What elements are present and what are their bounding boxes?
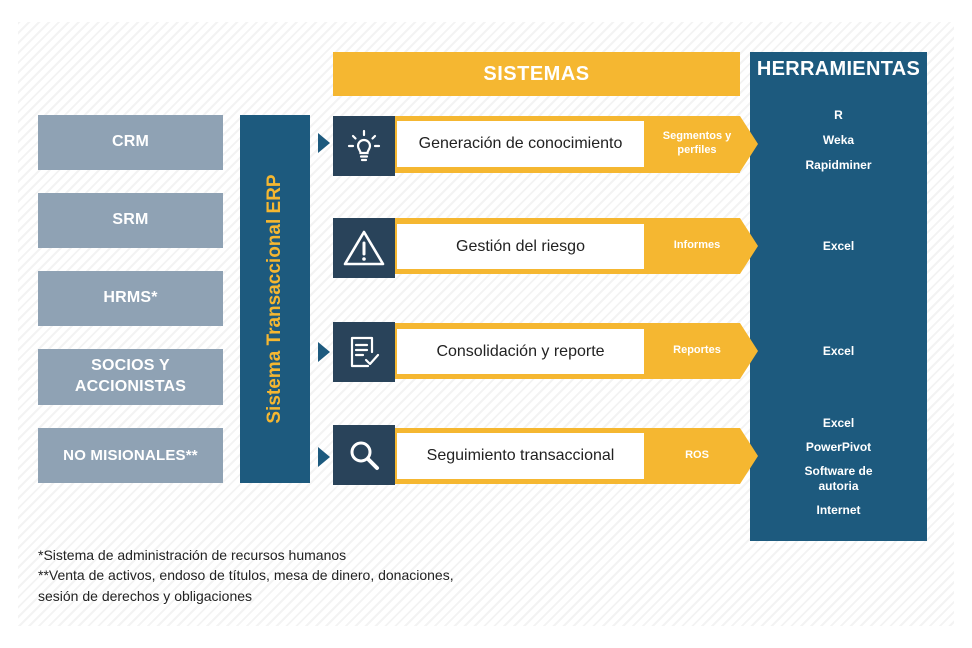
arrow-right-icon [318,133,330,153]
system-name: Gestión del riesgo [397,224,644,269]
system-icon-box [333,322,395,382]
tools-list-2: Excel [750,239,927,254]
tool-item: PowerPivot [805,440,872,454]
system-name: Seguimiento transaccional [397,433,644,479]
source-label: CRM [111,133,150,151]
source-box-srm: SRM [38,193,223,248]
tools-list-3: Excel [750,344,927,359]
source-label: SOCIOS Y ACCIONISTAS [74,357,187,395]
tool-item: Internet [816,503,861,517]
row-pointer [740,428,758,484]
tools-list-1: R Weka Rapidminer [750,108,927,173]
system-icon-box [333,425,395,485]
source-box-socios: SOCIOS Y ACCIONISTAS [38,349,223,405]
system-output: ROS [685,449,709,462]
herramientas-panel [750,52,927,541]
system-output: Reportes [673,344,721,357]
source-box-hrms: HRMS* [38,271,223,326]
tool-item: R [834,108,843,122]
arrow-right-icon [318,447,330,467]
tool-item: Software de autoria [804,464,873,493]
tool-item: Weka [822,133,855,147]
row-pointer [740,218,758,274]
source-box-no-misionales: NO MISIONALES** [38,428,223,483]
sistemas-header: SISTEMAS [333,52,740,96]
system-name: Generación de conocimiento [397,121,644,167]
row-pointer [740,116,758,172]
source-box-crm: CRM [38,115,223,170]
system-icon-box [333,116,395,176]
search-icon [350,441,379,470]
footnotes: *Sistema de administración de recursos h… [38,545,638,606]
source-label: HRMS* [103,289,158,307]
source-label: SRM [112,211,149,229]
tool-item: Excel [822,416,855,430]
erp-label: Sistema Transaccional ERP [264,174,285,424]
footnote-line: *Sistema de administración de recursos h… [38,547,347,563]
herramientas-title: HERRAMIENTAS [756,58,921,80]
erp-bar: Sistema Transaccional ERP [240,115,310,483]
system-output: Informes [673,239,721,252]
warning-icon [343,230,385,266]
system-output: Segmentos y perfiles [662,130,732,156]
tool-item: Excel [822,239,855,253]
footnote-line: **Venta de activos, endoso de títulos, m… [38,567,454,584]
row-pointer [740,323,758,379]
sistemas-title: SISTEMAS [483,62,590,85]
footnote-line: sesión de derechos y obligaciones [38,587,253,604]
tool-item: Rapidminer [805,158,872,172]
tools-list-4: Excel PowerPivot Software de autoria Int… [750,416,927,518]
checklist-icon [350,336,380,368]
system-icon-box [333,218,395,278]
arrow-right-icon [318,342,330,362]
tool-item: Excel [822,344,855,358]
system-name: Consolidación y reporte [397,329,644,374]
source-label: NO MISIONALES** [63,446,198,464]
lightbulb-icon [347,129,381,162]
